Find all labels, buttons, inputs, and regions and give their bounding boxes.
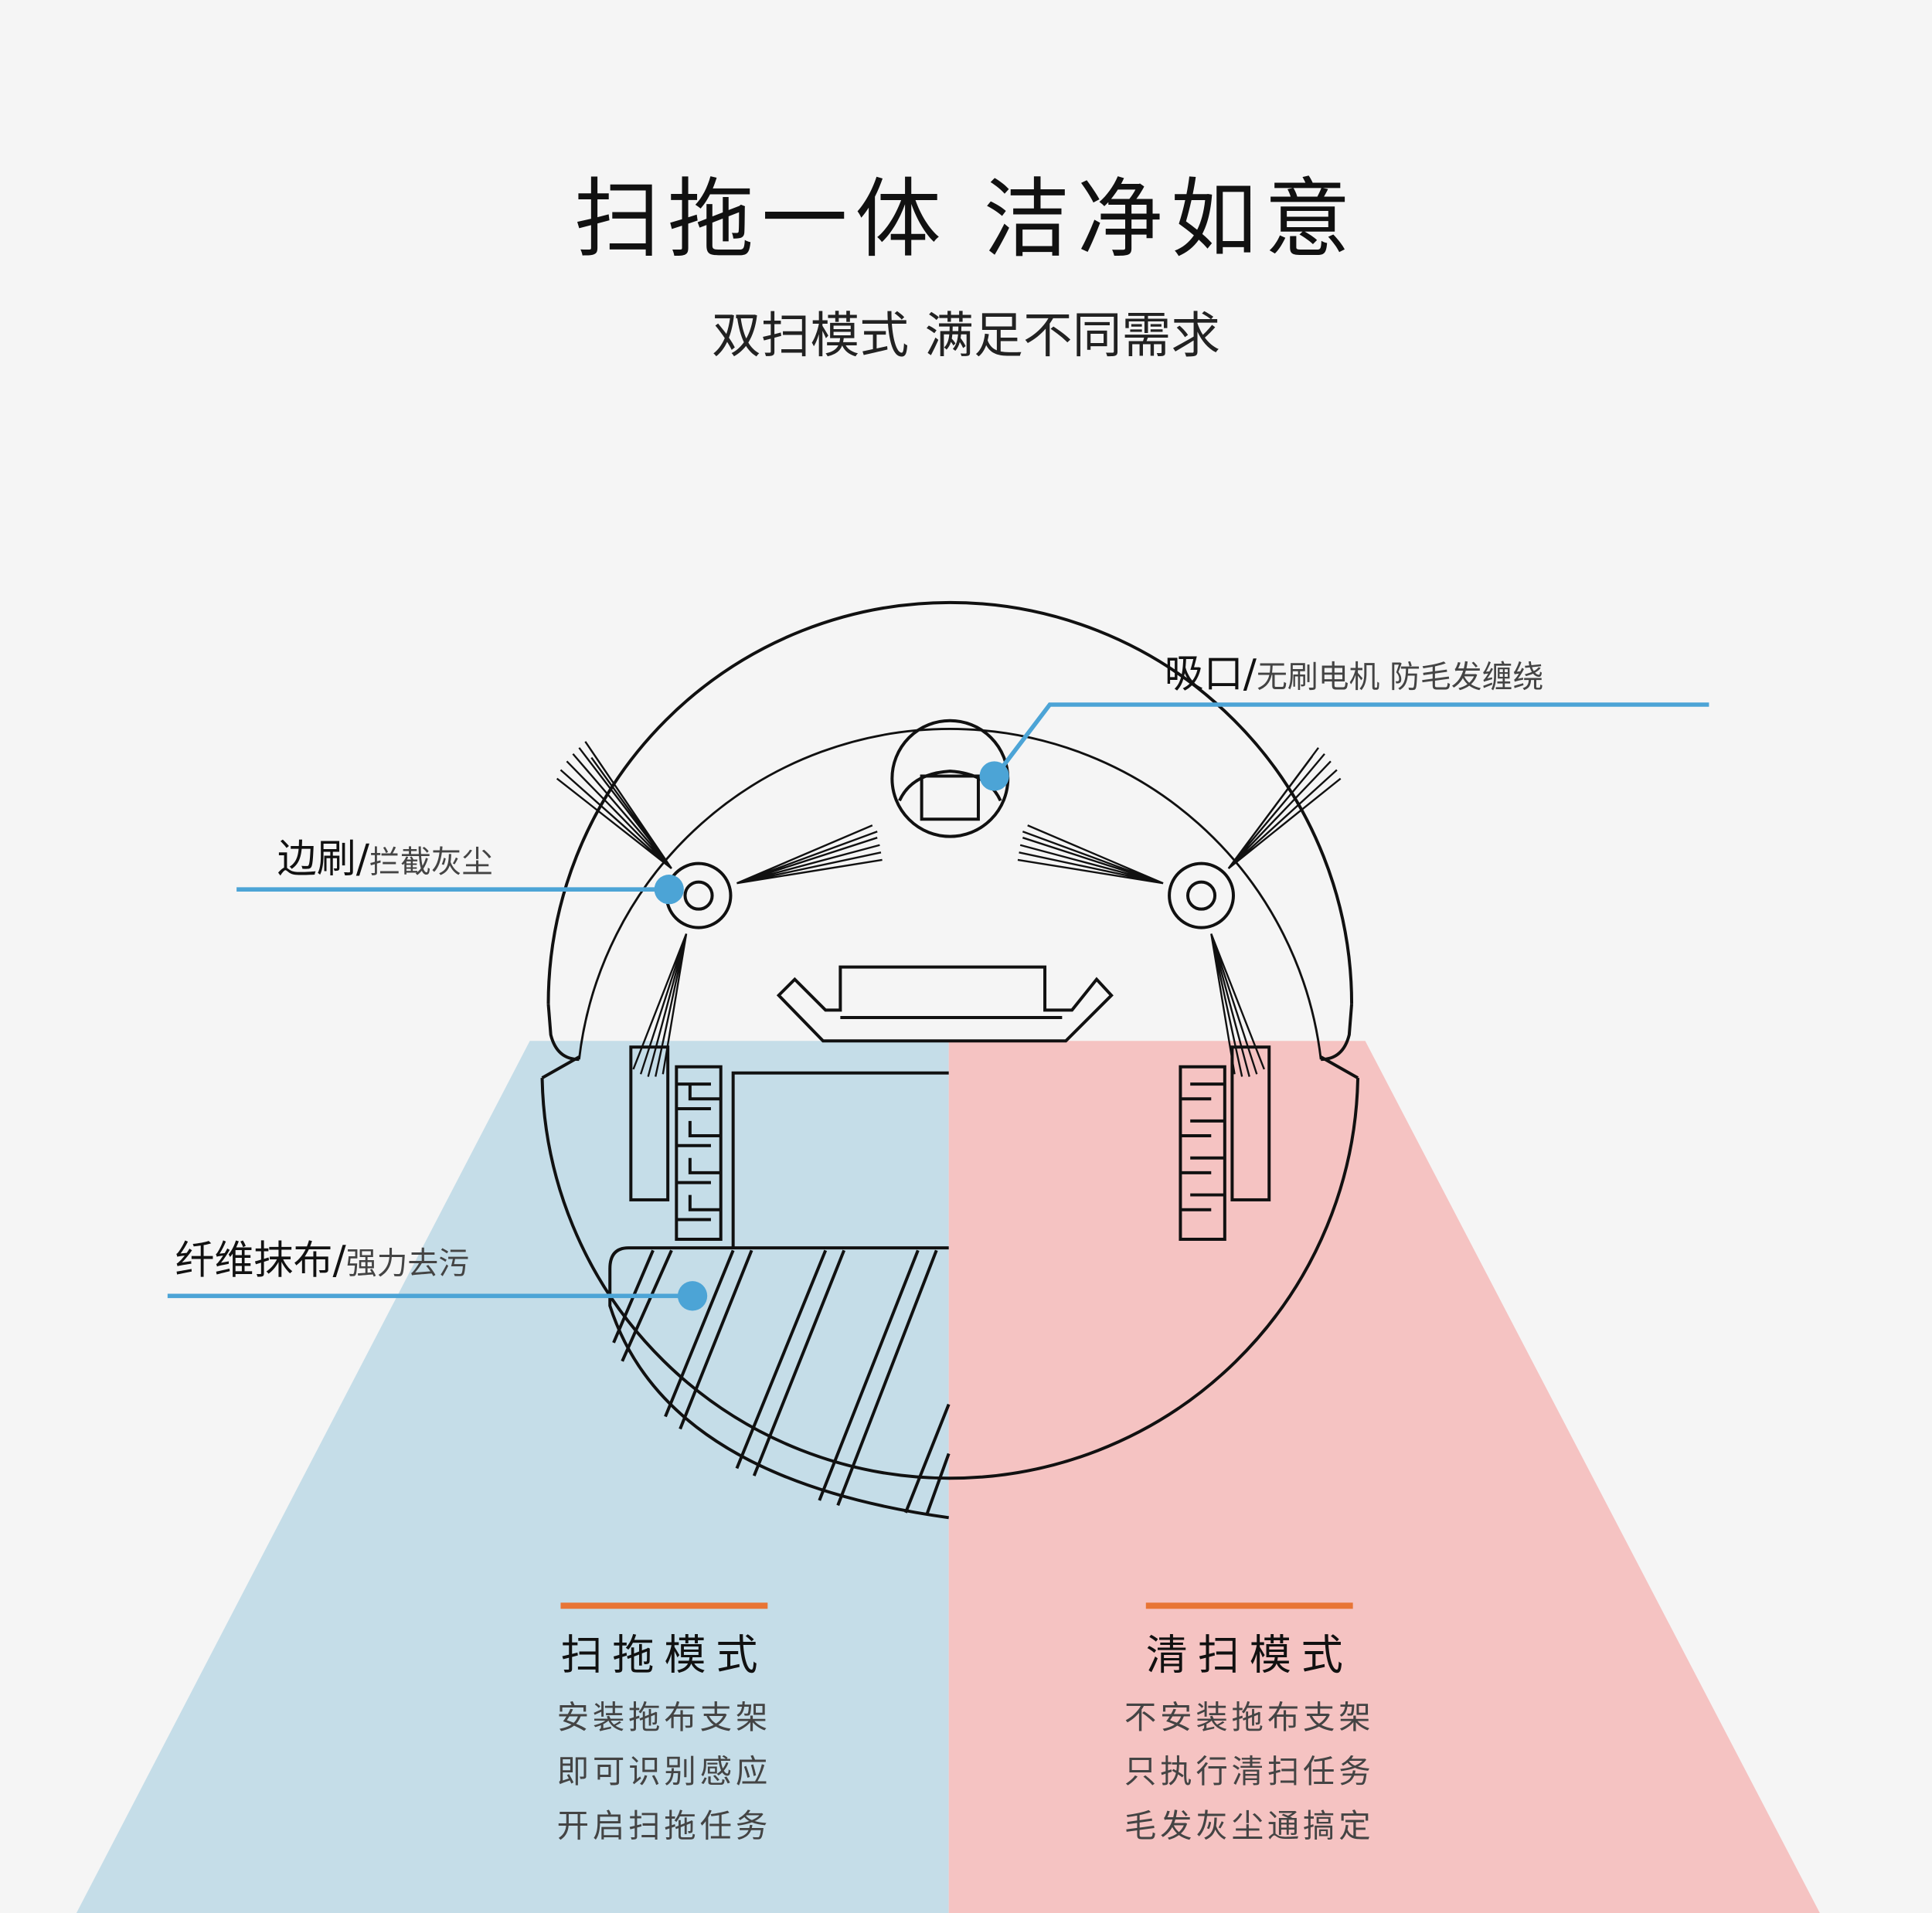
side-brush-bristles — [556, 741, 1342, 1077]
sweep-mode-line: 只执行清扫任务 — [1124, 1754, 1375, 1792]
callout-dot-side-brush — [654, 875, 684, 905]
mop-mode-line: 即可识别感应 — [556, 1754, 772, 1792]
page-title: 扫拖一体 洁净如意 — [573, 168, 1359, 270]
callout-separator: / — [355, 835, 369, 882]
mop-mode-line: 开启扫拖任务 — [556, 1808, 772, 1846]
callout-mop: 纤维抹布/强力去污 — [175, 1229, 469, 1286]
sweep-mode-line: 毛发灰尘通搞定 — [1124, 1808, 1375, 1846]
sweep-mode-title: 清扫模式 — [1145, 1630, 1353, 1680]
callout-mop-detail: 强力去污 — [345, 1245, 470, 1282]
callout-suction: 吸口/无刷电机 防毛发缠绕 — [1165, 643, 1544, 699]
callout-separator: / — [332, 1236, 346, 1284]
mop-mode-accent-bar — [560, 1602, 768, 1609]
sweep-mode-line: 不安装拖布支架 — [1124, 1700, 1375, 1738]
callout-dot-suction — [979, 761, 1009, 791]
sweep-mode-accent-bar — [1145, 1602, 1353, 1609]
callout-mop-title: 纤维抹布 — [175, 1236, 333, 1284]
mop-mode-line: 安装拖布支架 — [556, 1700, 772, 1738]
callout-suction-detail: 无刷电机 防毛发缠绕 — [1256, 659, 1544, 695]
page-subtitle: 双扫模式 满足不同需求 — [711, 308, 1221, 365]
callout-dot-mop — [677, 1281, 708, 1311]
callout-side-brush-title: 边刷 — [277, 835, 356, 882]
sweep-mode-panel — [948, 1041, 1820, 1913]
callout-side-brush: 边刷/拦截灰尘 — [277, 827, 493, 884]
mop-mode-title: 扫拖模式 — [560, 1630, 768, 1680]
callout-side-brush-detail: 拦截灰尘 — [369, 844, 493, 880]
callout-suction-title: 吸口 — [1164, 650, 1243, 698]
robot-outline — [540, 600, 1360, 1520]
callout-separator: / — [1243, 650, 1257, 698]
callout-lines — [167, 702, 1709, 1299]
